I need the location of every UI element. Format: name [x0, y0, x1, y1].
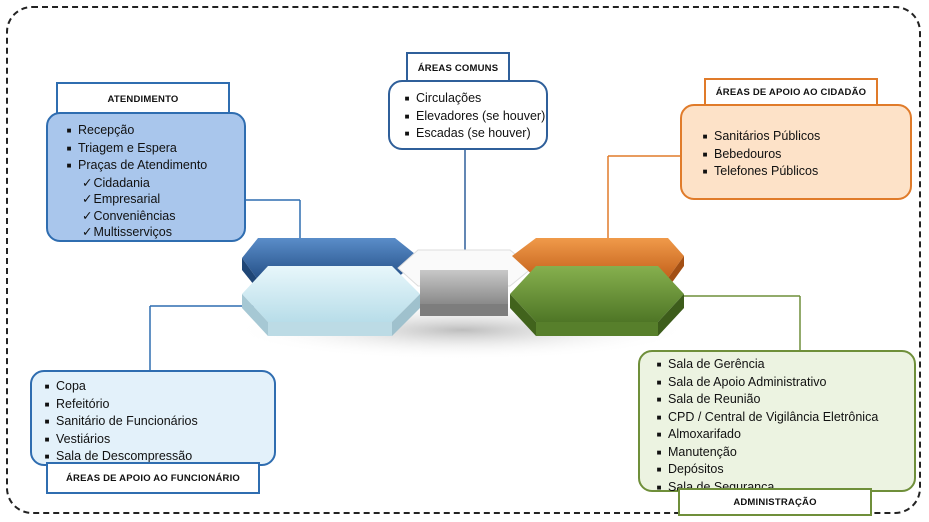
list-item: ■Escadas (se houver) — [404, 126, 531, 140]
list-item: ■Sanitário de Funcionários — [44, 414, 198, 428]
list-item: ■Almoxarifado — [656, 427, 741, 441]
apoio-cidadao-title: ÁREAS DE APOIO AO CIDADÃO — [704, 78, 878, 106]
list-item: ■Praças de Atendimento — [66, 158, 208, 172]
apoio-funcionario-title: ÁREAS DE APOIO AO FUNCIONÁRIO — [46, 462, 260, 494]
hex-lightblue — [242, 266, 420, 322]
list-item: ■Sala de Descompressão — [44, 449, 193, 463]
list-item: ■Recepção — [66, 123, 135, 137]
list-item: ■Sala de Apoio Administrativo — [656, 374, 827, 389]
list-item: ■Elevadores (se houver) — [404, 108, 546, 123]
list-item: ■Vestiários — [44, 431, 111, 446]
atendimento-title: ATENDIMENTO — [56, 82, 230, 116]
sub-item: ✓Multisserviços — [82, 225, 172, 239]
apoio-cidadao-box: ■Sanitários Públicos ■Bebedouros ■Telefo… — [680, 104, 912, 200]
list-item: ■CPD / Central de Vigilância Eletrônica — [656, 409, 879, 424]
list-item: ■Sala de Reunião — [656, 392, 761, 406]
areas-comuns-box: ■Circulações ■Elevadores (se houver) ■Es… — [388, 80, 548, 150]
hex-gray — [420, 270, 508, 304]
list-item: ■Telefones Públicos — [702, 164, 819, 178]
hex-green — [510, 266, 684, 322]
administracao-title: ADMINISTRAÇÃO — [678, 488, 872, 516]
list-item: ■Triagem e Espera — [66, 140, 177, 155]
list-item: ■Sanitários Públicos — [702, 129, 821, 143]
list-item: ■Depósitos — [656, 462, 724, 476]
list-item: ■Bebedouros — [702, 146, 782, 161]
areas-comuns-title: ÁREAS COMUNS — [406, 52, 510, 82]
apoio-funcionario-box: ■Copa ■Refeitório ■Sanitário de Funcioná… — [30, 370, 276, 466]
sub-item: ✓Empresarial — [82, 192, 161, 206]
dashed-border — [6, 6, 921, 514]
list-item: ■Refeitório — [44, 396, 110, 411]
sub-item: ✓Cidadania — [82, 175, 150, 190]
administracao-box: ■Sala de Gerência ■Sala de Apoio Adminis… — [638, 350, 916, 494]
list-item: ■Circulações — [404, 91, 482, 105]
list-item: ■Sala de Gerência — [656, 357, 765, 371]
atendimento-box: ■Recepção ■Triagem e Espera ■Praças de A… — [46, 112, 246, 242]
list-item: ■Manutenção — [656, 444, 737, 459]
list-item: ■Copa — [44, 379, 86, 393]
sub-item: ✓Conveniências — [82, 208, 176, 223]
